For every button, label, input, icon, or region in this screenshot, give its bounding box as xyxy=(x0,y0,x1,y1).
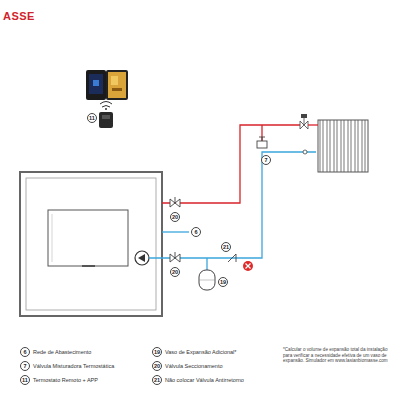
callout-number: 11 xyxy=(20,375,30,385)
thermostat-app-icon xyxy=(86,70,128,128)
brand-logo: ASSE xyxy=(3,10,35,22)
legend-text: Vaso de Expansão Adicional* xyxy=(165,349,236,355)
callout-number: 19 xyxy=(218,277,228,287)
callout-number: 20 xyxy=(152,361,162,371)
section-valve xyxy=(170,197,180,262)
legend-text: Válvula Seccionamento xyxy=(165,363,222,369)
callout-number: 20 xyxy=(170,267,180,277)
cold-pipe xyxy=(149,152,316,270)
legend-text: Rede de Abastecimento xyxy=(33,349,91,355)
callout-number: 7 xyxy=(261,155,271,165)
callout-number: 19 xyxy=(152,347,162,357)
legend-text: Não colocar Válvula Antirretorno xyxy=(165,377,244,383)
mixing-valve xyxy=(257,137,267,148)
callout-number: 21 xyxy=(152,375,162,385)
legend-text: Válvula Misturadora Termostática xyxy=(33,363,114,369)
callout-number: 11 xyxy=(87,113,97,123)
stove xyxy=(20,172,162,316)
footnote: *Calcular o volume de expansão total da … xyxy=(283,347,395,364)
hot-pipe xyxy=(162,125,300,203)
callout-number: 6 xyxy=(191,227,201,237)
expansion-vessel xyxy=(199,270,215,290)
legend-text: Termostato Remoto + APP xyxy=(33,377,98,383)
no-valve-mark xyxy=(243,261,253,271)
callout-number: 6 xyxy=(20,347,30,357)
callout-number: 20 xyxy=(170,212,180,222)
callout-number: 7 xyxy=(20,361,30,371)
check-valve xyxy=(228,254,236,262)
radiator xyxy=(300,114,368,172)
callout-number: 21 xyxy=(221,242,231,252)
